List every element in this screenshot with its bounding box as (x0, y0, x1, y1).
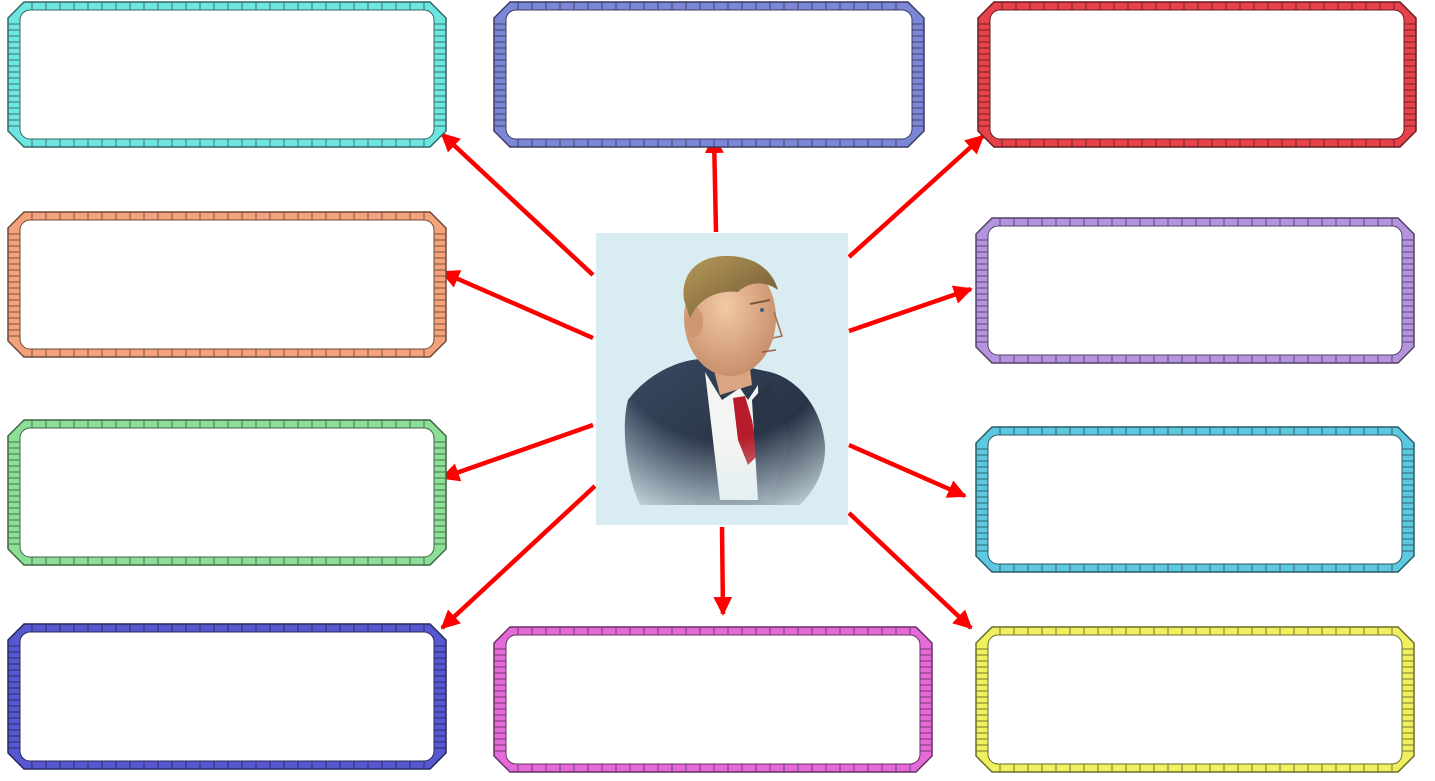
arrow-bottom-left (440, 484, 597, 630)
box-top-center (493, 1, 925, 148)
box-segments (8, 420, 446, 565)
box-bottom-center (493, 626, 933, 773)
box-segments (8, 212, 446, 357)
box-panel (987, 225, 1403, 356)
arrow-mid1-right (848, 285, 973, 334)
arrow-bottom-right (847, 511, 973, 630)
box-segments (978, 2, 1416, 147)
box-bottom-right (975, 626, 1415, 773)
center-portrait (596, 233, 848, 525)
box-segments (494, 627, 932, 772)
box-top-left (7, 1, 447, 148)
arrow-mid2-left (440, 422, 594, 482)
arrow-mid1-left (440, 269, 594, 341)
arrow-mid2-right (848, 442, 967, 499)
box-mid2-right (975, 426, 1415, 573)
arrow-bottom-center (713, 526, 733, 616)
box-mid1-left (7, 211, 447, 358)
box-panel (987, 634, 1403, 765)
arrow-top-left (440, 132, 595, 277)
box-segments (976, 218, 1414, 363)
box-panel (19, 219, 435, 350)
box-segments (494, 2, 924, 147)
box-segments (976, 627, 1414, 772)
box-bottom-left (7, 623, 447, 770)
box-top-right (977, 1, 1417, 148)
arrow-top-right (847, 134, 985, 259)
box-panel (19, 631, 435, 762)
box-segments (8, 2, 446, 147)
arrow-top-center (704, 134, 724, 233)
empty-boxes (7, 1, 1417, 773)
box-segments (8, 624, 446, 769)
box-panel (987, 434, 1403, 565)
box-panel (989, 9, 1405, 140)
box-panel (19, 9, 435, 140)
box-panel (505, 9, 913, 140)
box-mid1-right (975, 217, 1415, 364)
connector-arrows (440, 132, 985, 630)
box-panel (19, 427, 435, 558)
box-segments (976, 427, 1414, 572)
box-panel (505, 634, 921, 765)
box-mid2-left (7, 419, 447, 566)
